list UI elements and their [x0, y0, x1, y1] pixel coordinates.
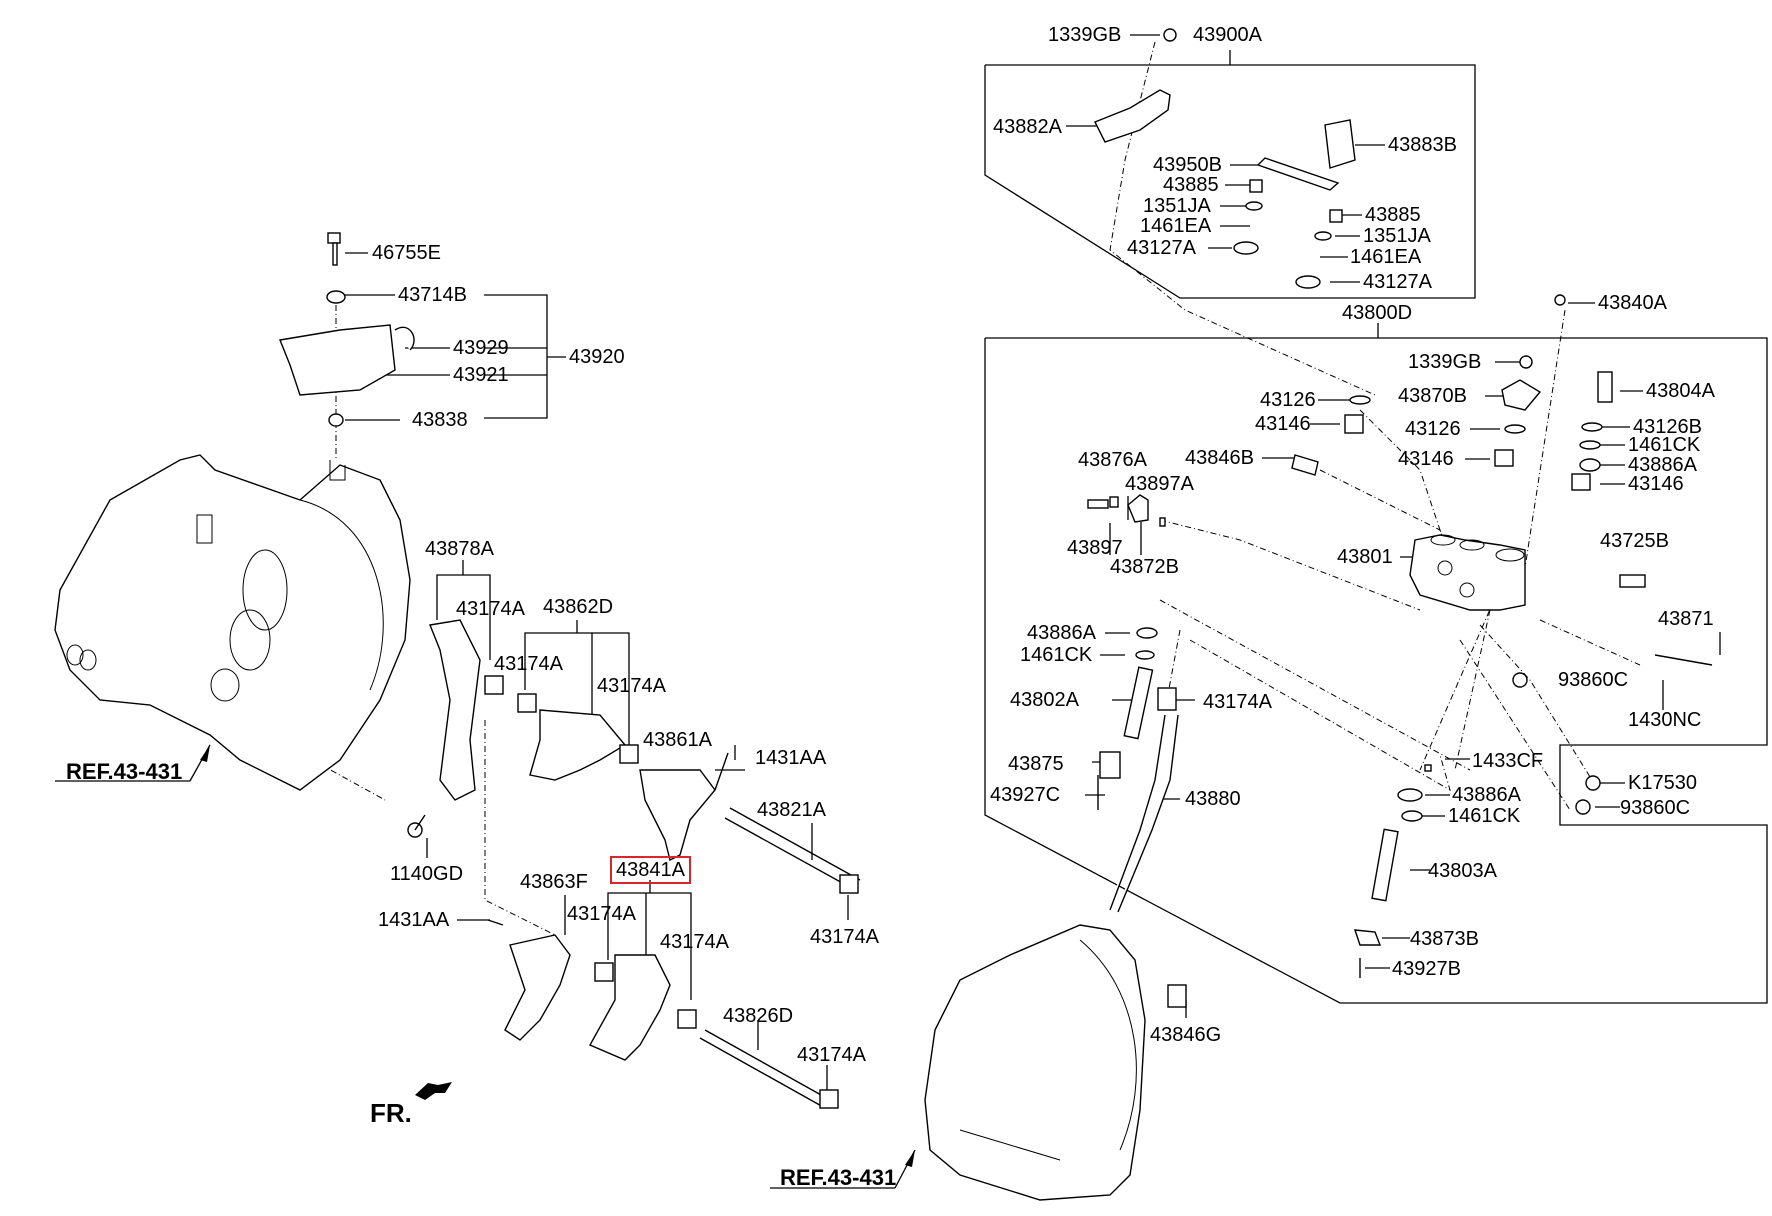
part-label-93860C[interactable]: 93860C [1558, 669, 1629, 691]
part-label-43886A[interactable]: 43886A [1452, 784, 1521, 806]
part-label-43950B[interactable]: 43950B [1153, 154, 1222, 176]
part-label-43803A[interactable]: 43803A [1428, 860, 1497, 882]
part-label-1431AA[interactable]: 1431AA [755, 747, 827, 769]
part-label-43146[interactable]: 43146 [1398, 448, 1454, 470]
part-label-43802A[interactable]: 43802A [1010, 689, 1079, 711]
group-label-43900A[interactable]: 43900A [1193, 24, 1262, 46]
part-label-43714B[interactable]: 43714B [398, 284, 467, 306]
part-label-43841A-highlighted[interactable]: 43841A [610, 856, 691, 884]
part-label-43929[interactable]: 43929 [453, 337, 509, 359]
group-box-43900A [984, 50, 1476, 299]
part-label-1339GB[interactable]: 1339GB [1048, 24, 1122, 46]
part-label-43840A[interactable]: 43840A [1598, 292, 1667, 314]
part-label-43885[interactable]: 43885 [1163, 174, 1219, 196]
part-label-43872B[interactable]: 43872B [1110, 556, 1179, 578]
part-label-1430NC[interactable]: 1430NC [1628, 709, 1702, 731]
group-box-43800D [984, 323, 1768, 1004]
part-label-43886A[interactable]: 43886A [1027, 622, 1096, 644]
part-label-43927B[interactable]: 43927B [1392, 958, 1461, 980]
part-label-43882A[interactable]: 43882A [993, 116, 1062, 138]
group-bracket-43920 [484, 294, 566, 419]
part-glyphs [55, 28, 1713, 1189]
part-label-K17530[interactable]: K17530 [1628, 772, 1697, 794]
part-label-43146[interactable]: 43146 [1255, 413, 1311, 435]
group-bracket-43878A [436, 560, 491, 660]
part-label-1433CF[interactable]: 1433CF [1472, 750, 1544, 772]
part-label-1351JA[interactable]: 1351JA [1363, 225, 1431, 247]
part-label-1339GB[interactable]: 1339GB [1408, 351, 1482, 373]
part-label-43883B[interactable]: 43883B [1388, 134, 1457, 156]
part-label-43127A[interactable]: 43127A [1127, 237, 1196, 259]
part-label-43861A[interactable]: 43861A [643, 729, 712, 751]
reference-label[interactable]: REF.43-431 [780, 1165, 897, 1190]
group-label-43800D[interactable]: 43800D [1342, 302, 1413, 324]
part-label-43871[interactable]: 43871 [1658, 608, 1714, 630]
group-label-43878A[interactable]: 43878A [425, 538, 494, 560]
part-label-43146[interactable]: 43146 [1628, 473, 1684, 495]
part-label-43126[interactable]: 43126 [1405, 418, 1461, 440]
part-label-1461CK[interactable]: 1461CK [1448, 805, 1521, 827]
part-label-1461EA[interactable]: 1461EA [1350, 246, 1422, 268]
part-label-43886A[interactable]: 43886A [1628, 454, 1697, 476]
part-label-43870B[interactable]: 43870B [1398, 385, 1467, 407]
part-label-43174A[interactable]: 43174A [456, 598, 525, 620]
part-label-43821A[interactable]: 43821A [757, 799, 826, 821]
group-label-43862D[interactable]: 43862D [543, 596, 614, 618]
transmission-case-left [54, 454, 411, 791]
part-label-1461CK[interactable]: 1461CK [1628, 434, 1701, 456]
part-label-43174A[interactable]: 43174A [567, 903, 636, 925]
part-label-43174A[interactable]: 43174A [494, 653, 563, 675]
part-label-1461CK[interactable]: 1461CK [1020, 644, 1093, 666]
part-label-1351JA[interactable]: 1351JA [1143, 195, 1211, 217]
part-label-43875[interactable]: 43875 [1008, 753, 1064, 775]
part-label-43725B[interactable]: 43725B [1600, 530, 1669, 552]
part-label-43838[interactable]: 43838 [412, 409, 468, 431]
part-label-43885[interactable]: 43885 [1365, 204, 1421, 226]
part-label-43897A[interactable]: 43897A [1125, 473, 1194, 495]
part-label-43174A[interactable]: 43174A [810, 926, 879, 948]
part-label-43126[interactable]: 43126 [1260, 389, 1316, 411]
part-label-43801[interactable]: 43801 [1337, 546, 1393, 568]
part-label-1431AA[interactable]: 1431AA [378, 909, 450, 931]
part-label-43897[interactable]: 43897 [1067, 537, 1123, 559]
part-label-43880[interactable]: 43880 [1185, 788, 1241, 810]
part-label-43126B[interactable]: 43126B [1633, 416, 1702, 438]
reference-label[interactable]: REF.43-431 [66, 759, 183, 784]
part-label-43174A[interactable]: 43174A [597, 675, 666, 697]
part-label-43127A[interactable]: 43127A [1363, 271, 1432, 293]
part-label-43846G[interactable]: 43846G [1150, 1024, 1222, 1046]
front-direction-label: FR. [370, 1098, 412, 1128]
group-label-43920[interactable]: 43920 [569, 346, 625, 368]
group-bracket-43862D [524, 620, 630, 745]
part-label-43873B[interactable]: 43873B [1410, 928, 1479, 950]
part-label-93860C[interactable]: 93860C [1620, 797, 1691, 819]
part-label-43927C[interactable]: 43927C [990, 784, 1061, 806]
part-label-1140GD[interactable]: 1140GD [390, 863, 464, 885]
part-label-43846B[interactable]: 43846B [1185, 447, 1254, 469]
dashed-connections [239, 41, 1641, 936]
part-label-43826D[interactable]: 43826D [723, 1005, 794, 1027]
part-label-43174A[interactable]: 43174A [660, 931, 729, 953]
front-direction-arrow-icon [415, 1082, 452, 1100]
part-label-43174A[interactable]: 43174A [1203, 691, 1272, 713]
leader-lines [345, 34, 1721, 1090]
part-label-1461EA[interactable]: 1461EA [1140, 215, 1212, 237]
part-label-43174A[interactable]: 43174A [797, 1044, 866, 1066]
part-label-43804A[interactable]: 43804A [1646, 380, 1715, 402]
part-label-46755E[interactable]: 46755E [372, 242, 441, 264]
part-label-43921[interactable]: 43921 [453, 364, 509, 386]
transmission-case-right [924, 924, 1146, 1201]
part-label-43863F[interactable]: 43863F [520, 871, 588, 893]
part-label-43876A[interactable]: 43876A [1078, 449, 1147, 471]
